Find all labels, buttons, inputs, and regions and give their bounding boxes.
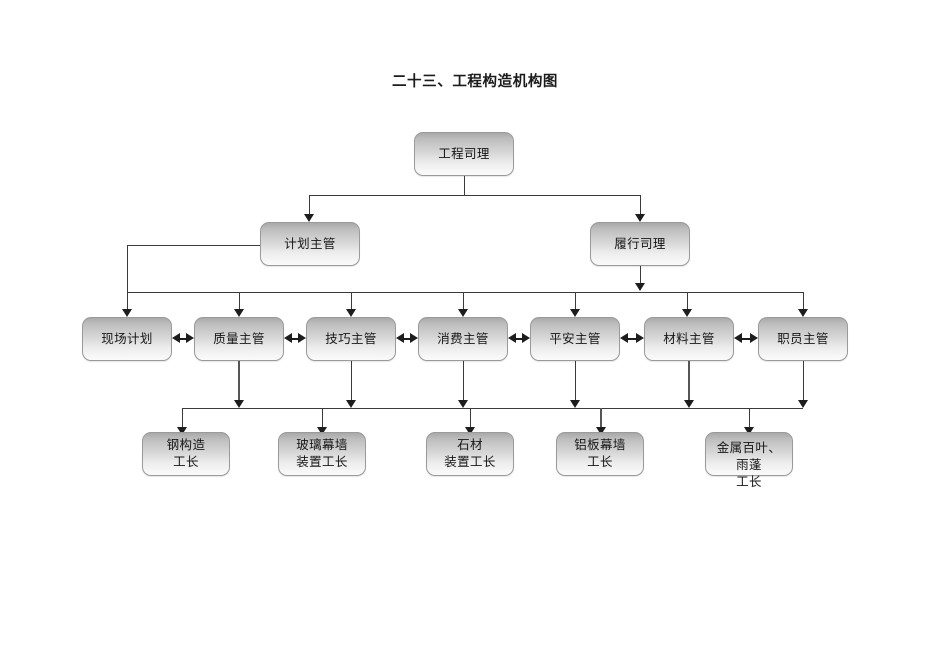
arrowhead-l4-feed-3: [458, 400, 468, 408]
connector-l1-drop-right: [640, 195, 641, 217]
node-metal-louver-canopy-foreman[interactable]: 金属百叶、 雨蓬 工长: [705, 432, 793, 489]
connector-bidirectional-4: [508, 333, 530, 345]
connector-l4-feed-5: [688, 361, 690, 403]
connector-l3-drop-2: [351, 292, 352, 312]
node-aluminum-curtain-wall-foreman[interactable]: 铝板幕墙 工长: [556, 432, 644, 476]
connector-l4-feed-1: [238, 361, 240, 403]
connector-l4-drop-5: [749, 408, 750, 430]
arrowhead-l4-feed-1: [234, 400, 244, 408]
connector-l4-drop-3: [470, 408, 471, 430]
connector-l3-drop-4: [575, 292, 576, 312]
connector-exec-stem: [640, 266, 641, 284]
arrowhead-l4-3: [465, 427, 475, 435]
connector-l1-bus: [309, 195, 640, 196]
node-site-plan[interactable]: 现场计划: [82, 317, 172, 361]
arrowhead-l4-feed-6: [798, 400, 808, 408]
node-production-supervisor[interactable]: 消费主管: [418, 317, 508, 361]
connector-l4-feed-4: [575, 361, 576, 403]
arrowhead-l3-6: [798, 309, 808, 317]
connector-l3-drop-6: [803, 292, 804, 312]
arrowhead-l4-4: [596, 427, 606, 435]
connector-l4-drop-1: [182, 408, 183, 430]
arrowhead-to-plan-supervisor: [304, 214, 314, 222]
arrowhead-to-executive-manager: [635, 214, 645, 222]
node-stone-installation-foreman[interactable]: 石材 装置工长: [426, 432, 514, 476]
connector-l4-drop-2: [322, 408, 323, 430]
connector-l1-drop-left: [309, 195, 310, 217]
node-executive-manager[interactable]: 履行司理: [590, 222, 690, 266]
arrowhead-l4-1: [177, 427, 187, 435]
arrowhead-l4-5: [744, 427, 754, 435]
arrowhead-to-site-plan: [122, 309, 132, 317]
connector-l4-feed-3: [463, 361, 464, 403]
node-metal-louver-canopy-foreman-label: 金属百叶、 雨蓬 工长: [716, 441, 782, 489]
arrowhead-l4-2: [317, 427, 327, 435]
arrowhead-l3-3: [458, 309, 468, 317]
node-project-manager[interactable]: 工程司理: [414, 132, 514, 176]
connector-plan-to-site-h: [127, 245, 260, 246]
connector-bidirectional-5: [620, 333, 644, 345]
arrowhead-l3-5: [682, 309, 692, 317]
node-technical-supervisor[interactable]: 技巧主管: [306, 317, 396, 361]
connector-l4-drop-4: [600, 408, 602, 430]
connector-l4-feed-6: [803, 361, 804, 403]
connector-l3-drop-3: [463, 292, 464, 312]
connector-bidirectional-6: [734, 333, 758, 345]
connector-bidirectional-3: [396, 333, 418, 345]
node-material-supervisor[interactable]: 材料主管: [644, 317, 734, 361]
connector-l3-drop-5: [687, 292, 688, 312]
arrowhead-l4-feed-2: [346, 400, 356, 408]
node-steel-structure-foreman[interactable]: 钢构造 工长: [142, 432, 230, 476]
connector-bidirectional-2: [284, 333, 306, 345]
node-safety-supervisor[interactable]: 平安主管: [530, 317, 620, 361]
connector-l4-feed-2: [351, 361, 352, 403]
connector-l3-drop-1: [239, 292, 240, 312]
arrowhead-exec-to-bus: [635, 283, 645, 291]
arrowhead-l3-1: [234, 309, 244, 317]
arrowhead-l4-feed-5: [684, 400, 694, 408]
connector-l4-bus: [182, 408, 803, 409]
arrowhead-l4-feed-4: [570, 400, 580, 408]
connector-bidirectional-1: [172, 333, 194, 345]
node-plan-supervisor[interactable]: 计划主管: [260, 222, 360, 266]
connector-l1-stem: [464, 176, 465, 196]
connector-plan-to-site-v: [127, 245, 128, 312]
arrowhead-l3-2: [346, 309, 356, 317]
node-quality-supervisor[interactable]: 质量主管: [194, 317, 284, 361]
page-title: 二十三、工程构造机构图: [391, 74, 559, 90]
arrowhead-l3-4: [570, 309, 580, 317]
connector-l3-bus: [127, 292, 803, 293]
node-staff-supervisor[interactable]: 职员主管: [758, 317, 848, 361]
node-glass-curtain-wall-foreman[interactable]: 玻璃幕墙 装置工长: [278, 432, 366, 476]
